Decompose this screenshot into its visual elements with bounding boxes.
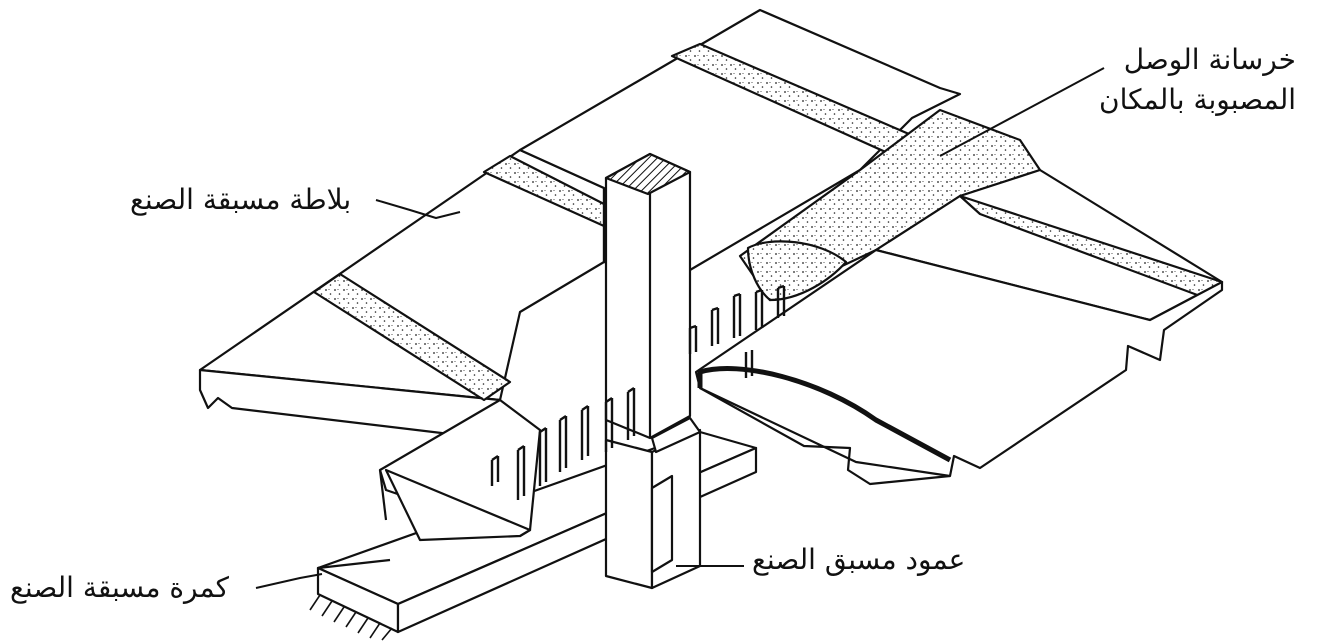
precast-slab-left: [198, 148, 606, 542]
rebar-loops-right: [688, 284, 786, 378]
joint-concrete-label-line1: خرسانة الوصل: [1123, 43, 1296, 76]
precast-slab-right: [694, 168, 1224, 486]
precast-column-label: عمود مسبق الصنع: [752, 543, 966, 576]
leader-slab: [375, 199, 461, 219]
leader-lines: [255, 67, 1105, 589]
precast-column: [604, 428, 702, 590]
joint-concrete-label: خرسانة الوصل المصبوبة بالمكان: [1099, 40, 1296, 120]
precast-beam-label: كمرة مسبقة الصنع: [10, 571, 229, 604]
precast-column-upper: [604, 152, 702, 454]
leader-joint: [939, 67, 1105, 157]
joint-concrete-label-line2: المصبوبة بالمكان: [1099, 83, 1296, 116]
precast-slab-label: بلاطة مسبقة الصنع: [130, 183, 352, 216]
leader-beam: [255, 573, 323, 589]
rebar-loops-left: [490, 387, 636, 500]
